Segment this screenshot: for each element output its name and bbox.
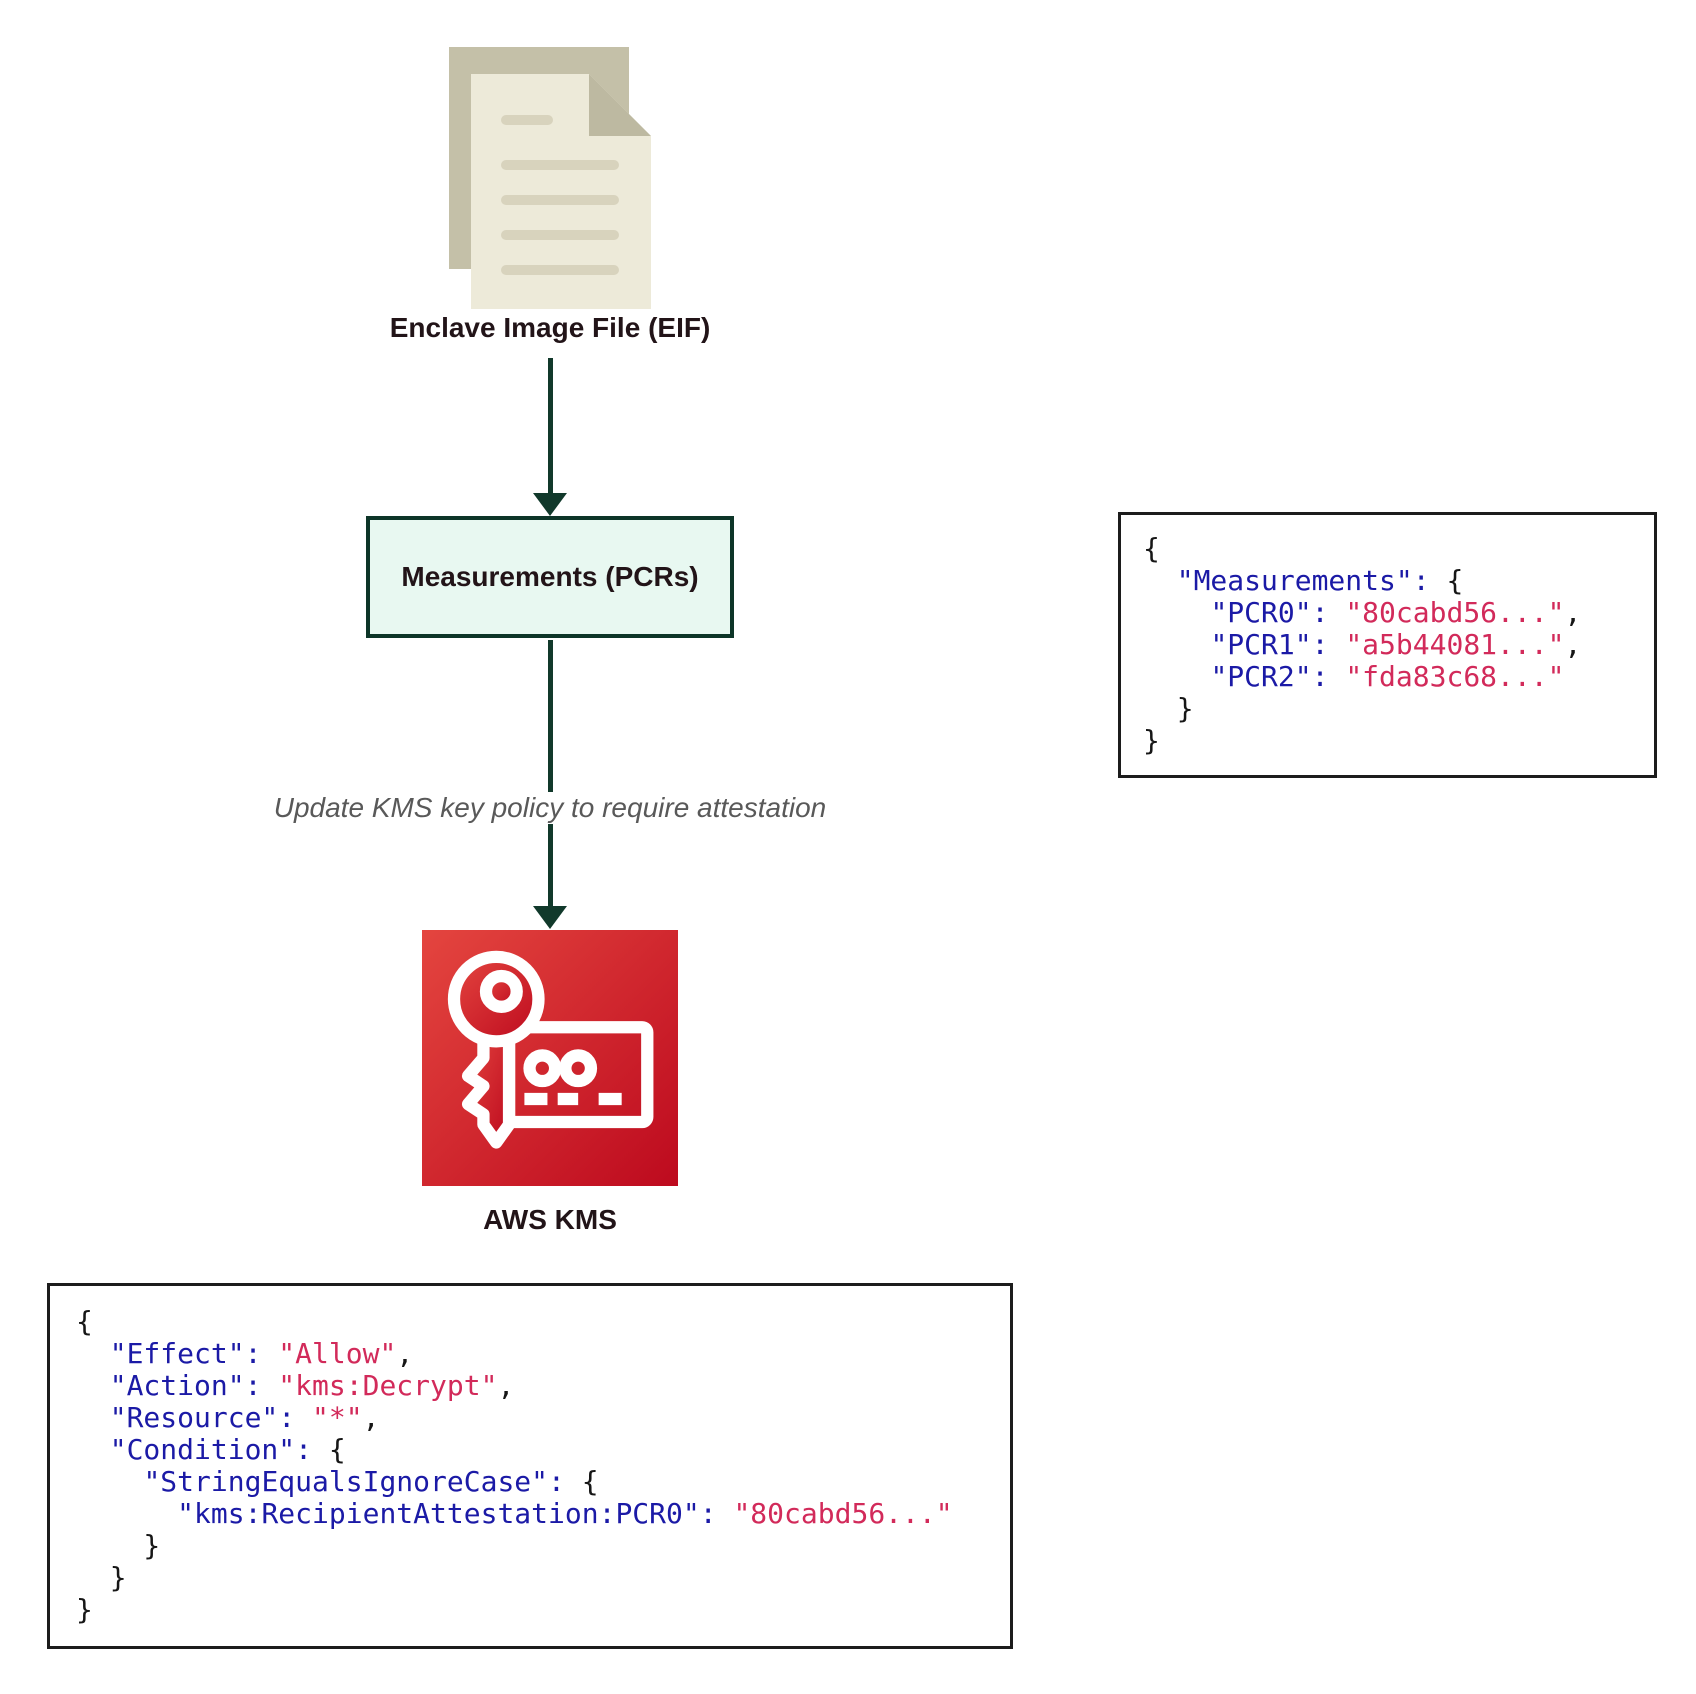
aws-kms-icon [422,930,678,1186]
measurements-code-block: { "Measurements": { "PCR0": "80cabd56...… [1118,512,1657,778]
arrowhead-icon [533,906,567,929]
code-line: "Resource": "*", [109,1401,380,1434]
flow-arrow-pcrs-to-kms [548,640,553,907]
document-text-line [501,160,619,170]
arrowhead-icon [533,493,567,516]
code-line: } [1143,692,1194,725]
arrow-label: Update KMS key policy to require attesta… [263,792,837,824]
aws-kms-label: AWS KMS [483,1204,617,1235]
document-text-line [501,265,619,275]
code-line: "StringEqualsIgnoreCase": { [143,1465,599,1498]
document-text-line [501,230,619,240]
document-text-line [501,115,553,125]
flow-arrow-eif-to-pcrs [548,358,553,495]
code-line: "Effect": "Allow", [109,1337,414,1370]
arrow-label-row: Update KMS key policy to require attesta… [50,792,1050,824]
measurements-box: Measurements (PCRs) [366,516,734,638]
document-text-line [501,195,619,205]
code-line: { [76,1305,93,1338]
code-line: "Action": "kms:Decrypt", [109,1369,515,1402]
code-line: } [76,1561,127,1594]
document-icon [449,47,651,309]
code-line: } [76,1529,161,1562]
eif-label: Enclave Image File (EIF) [389,312,711,343]
code-line: "PCR2": "fda83c68..." [1210,660,1565,693]
kms-policy-code-block: { "Effect": "Allow", "Action": "kms:Decr… [47,1283,1013,1649]
code-line: "PCR1": "a5b44081...", [1210,628,1582,661]
code-line: "PCR0": "80cabd56...", [1210,596,1582,629]
code-line: } [1143,724,1160,757]
code-line: "Condition": { [109,1433,346,1466]
code-line: "kms:RecipientAttestation:PCR0": "80cabd… [177,1497,953,1530]
code-line: "Measurements": { [1176,564,1464,597]
code-line: { [1143,532,1160,565]
measurements-box-label: Measurements (PCRs) [401,561,699,592]
code-line: } [76,1593,93,1626]
